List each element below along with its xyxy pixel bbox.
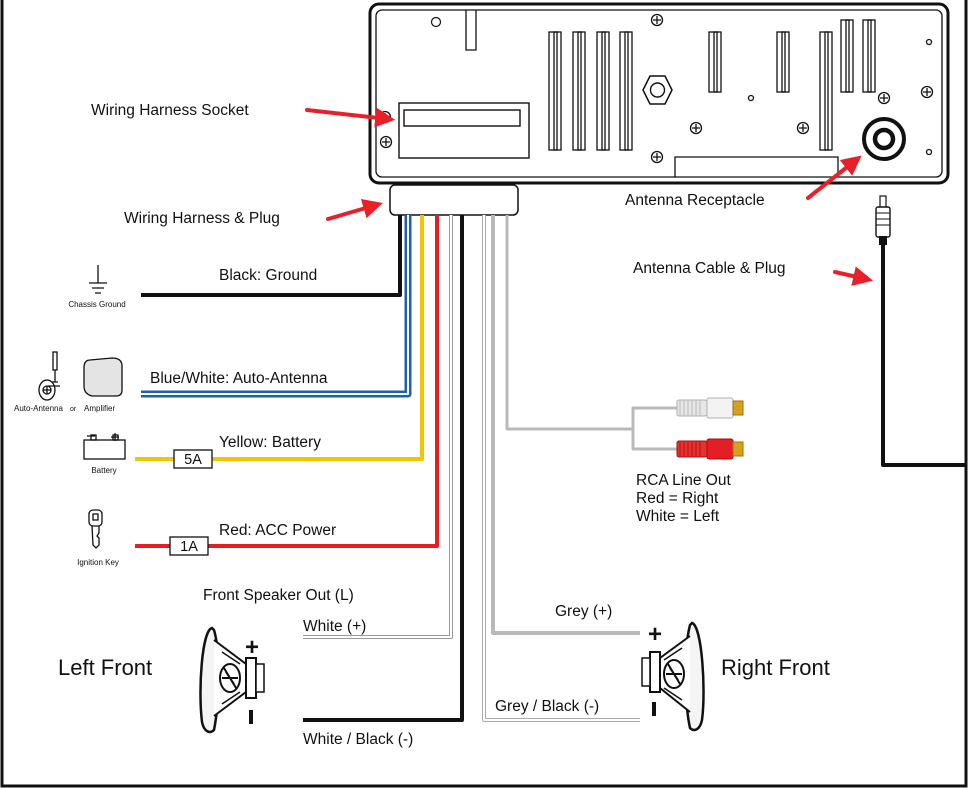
auto-antenna-icon (38, 351, 60, 401)
blue-white-antenna-wire (141, 215, 412, 398)
auto-antenna-label: Auto-Antenna (14, 404, 63, 413)
left-front-speaker-icon (199, 626, 265, 734)
amplifier-icon (83, 357, 123, 397)
front-speaker-out-label: Front Speaker Out (L) (203, 587, 354, 604)
white-plus-label: White (+) (303, 618, 366, 635)
stereo-rear-panel (368, 2, 950, 185)
svg-text:1A: 1A (180, 539, 198, 555)
wiring-harness-socket-label: Wiring Harness Socket (91, 102, 249, 119)
rca-line-out-label: RCA Line Out (636, 472, 731, 489)
white-black-minus-label: White / Black (-) (303, 731, 413, 748)
rca-feed-wire (505, 215, 633, 431)
white-black-minus-wire (303, 215, 464, 722)
arrow-antenna-cable (833, 266, 874, 286)
left-speaker-plus: + (245, 634, 259, 661)
black-ground-label: Black: Ground (219, 267, 317, 284)
right-front-label: Right Front (721, 655, 830, 680)
grey-plus-label: Grey (+) (555, 603, 612, 620)
red-acc-wire (135, 215, 439, 548)
rca-white-left-label: White = Left (636, 508, 720, 525)
yellow-battery-label: Yellow: Battery (219, 434, 321, 451)
antenna-receptacle (862, 117, 906, 161)
antenna-cable-wire (881, 244, 966, 467)
arrow-harness-plug (326, 198, 383, 221)
grey-black-minus-label: Grey / Black (-) (495, 698, 599, 715)
red-acc-power-label: Red: ACC Power (219, 522, 336, 539)
fuse-1a: 1A (169, 536, 209, 556)
right-front-speaker-icon (641, 621, 705, 732)
chassis-ground-label: Chassis Ground (68, 300, 125, 309)
fuse-5a: 5A (173, 449, 213, 469)
hex-nut-icon (642, 75, 673, 105)
battery-icon (83, 433, 126, 460)
rca-red-right-label: Red = Right (636, 490, 719, 507)
antenna-plug-icon (875, 195, 891, 245)
arrow-antenna-receptacle (806, 155, 862, 200)
amplifier-label: Amplifier (84, 404, 115, 413)
rca-connector-red (676, 438, 744, 460)
ignition-key-label: Ignition Key (77, 558, 119, 567)
right-speaker-plus: + (648, 621, 662, 648)
left-front-label: Left Front (58, 655, 152, 680)
rca-connector-white (676, 397, 744, 419)
wiring-harness-socket (398, 102, 530, 159)
antenna-cable-plug-label: Antenna Cable & Plug (633, 260, 786, 277)
or-label: or (70, 406, 77, 413)
white-plus-wire (303, 215, 453, 639)
wiring-harness-plug (389, 184, 519, 216)
grey-plus-wire (491, 215, 640, 635)
ignition-key-icon (88, 509, 103, 549)
antenna-receptacle-label: Antenna Receptacle (625, 192, 765, 209)
wiring-harness-plug-label: Wiring Harness & Plug (124, 210, 280, 227)
black-ground-wire (141, 215, 402, 297)
chassis-ground-icon (89, 265, 107, 294)
svg-text:5A: 5A (184, 452, 202, 468)
battery-label: Battery (91, 466, 116, 475)
left-speaker-minus (249, 710, 253, 724)
right-speaker-minus (652, 702, 656, 716)
yellow-battery-wire (135, 215, 424, 461)
blue-white-auto-antenna-label: Blue/White: Auto-Antenna (150, 370, 328, 387)
arrow-harness-socket (305, 107, 396, 128)
